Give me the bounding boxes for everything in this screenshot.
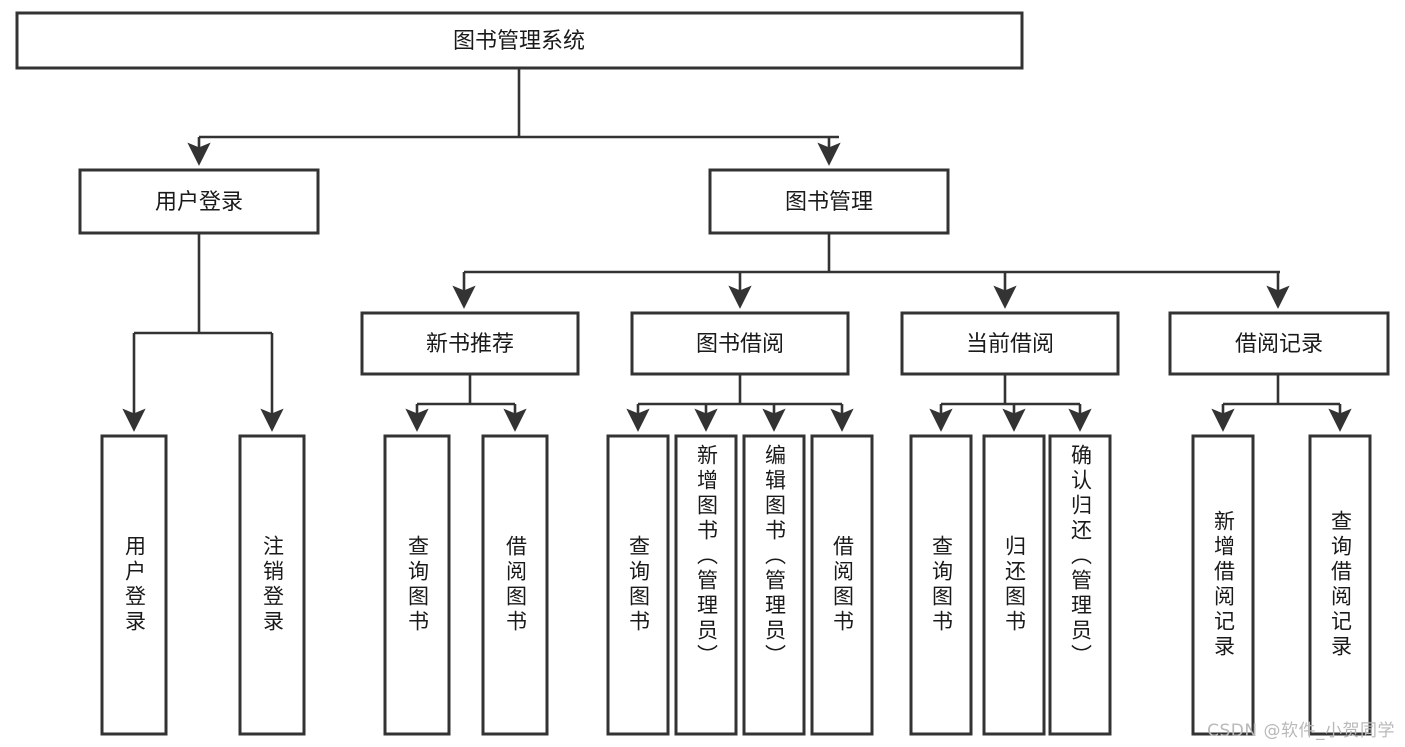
connector-group-root: [187, 68, 841, 166]
leaf-boxes: [100, 434, 1372, 736]
leaf-rect-borrow-book-nb[interactable]: [481, 434, 549, 736]
node-book-borrow-label: 图书借阅: [696, 332, 784, 357]
node-current-borrow[interactable]: 当前借阅: [900, 311, 1120, 376]
node-current-borrow-label: 当前借阅: [966, 332, 1054, 357]
leaf-rect-confirm-return-admin[interactable]: [1048, 434, 1112, 736]
connector-group-book-mgmt: [452, 233, 1290, 309]
leaf-rect-query-book-nb[interactable]: [383, 434, 451, 736]
node-current-borrow-rect[interactable]: [900, 311, 1120, 376]
leaf-rect-query-book-bb[interactable]: [606, 434, 670, 736]
node-borrow-record-rect[interactable]: [1168, 311, 1390, 376]
leaf-rect-edit-book-admin[interactable]: [742, 434, 806, 736]
connector-group-borrow: [626, 374, 854, 432]
node-root-rect[interactable]: [15, 11, 1024, 70]
node-root[interactable]: 图书管理系统: [15, 11, 1024, 70]
node-new-book-recommend[interactable]: 新书推荐: [360, 311, 580, 376]
leaf-rect-query-book-cb[interactable]: [909, 434, 973, 736]
leaf-rect-return-book[interactable]: [982, 434, 1046, 736]
leaf-rect-logout-login[interactable]: [238, 434, 306, 736]
node-root-label: 图书管理系统: [453, 29, 585, 54]
node-borrow-record-label: 借阅记录: [1235, 332, 1323, 357]
node-borrow-record[interactable]: 借阅记录: [1168, 311, 1390, 376]
leaf-rect-query-borrow-record[interactable]: [1308, 434, 1372, 736]
node-user-login-rect[interactable]: [78, 168, 320, 235]
connector-group-record: [1211, 374, 1352, 432]
node-user-login-label: 用户登录: [155, 190, 243, 215]
node-book-borrow[interactable]: 图书借阅: [630, 311, 850, 376]
leaf-rect-add-borrow-record[interactable]: [1191, 434, 1255, 736]
connector-group-new-book: [405, 374, 527, 432]
leaf-rect-user-login[interactable]: [100, 434, 168, 736]
node-new-book-recommend-label: 新书推荐: [426, 332, 514, 357]
connector-group-user-login: [122, 233, 284, 432]
node-book-borrow-rect[interactable]: [630, 311, 850, 376]
connector-group-current: [929, 374, 1092, 432]
leaf-rect-add-book-admin[interactable]: [674, 434, 738, 736]
node-user-login[interactable]: 用户登录: [78, 168, 320, 235]
node-book-management-label: 图书管理: [785, 190, 873, 215]
node-new-book-recommend-rect[interactable]: [360, 311, 580, 376]
node-book-management-rect[interactable]: [708, 168, 950, 235]
leaf-rect-borrow-book-bb[interactable]: [810, 434, 874, 736]
watermark-text: CSDN @软件_小贺同学: [1207, 721, 1395, 741]
node-book-management[interactable]: 图书管理: [708, 168, 950, 235]
